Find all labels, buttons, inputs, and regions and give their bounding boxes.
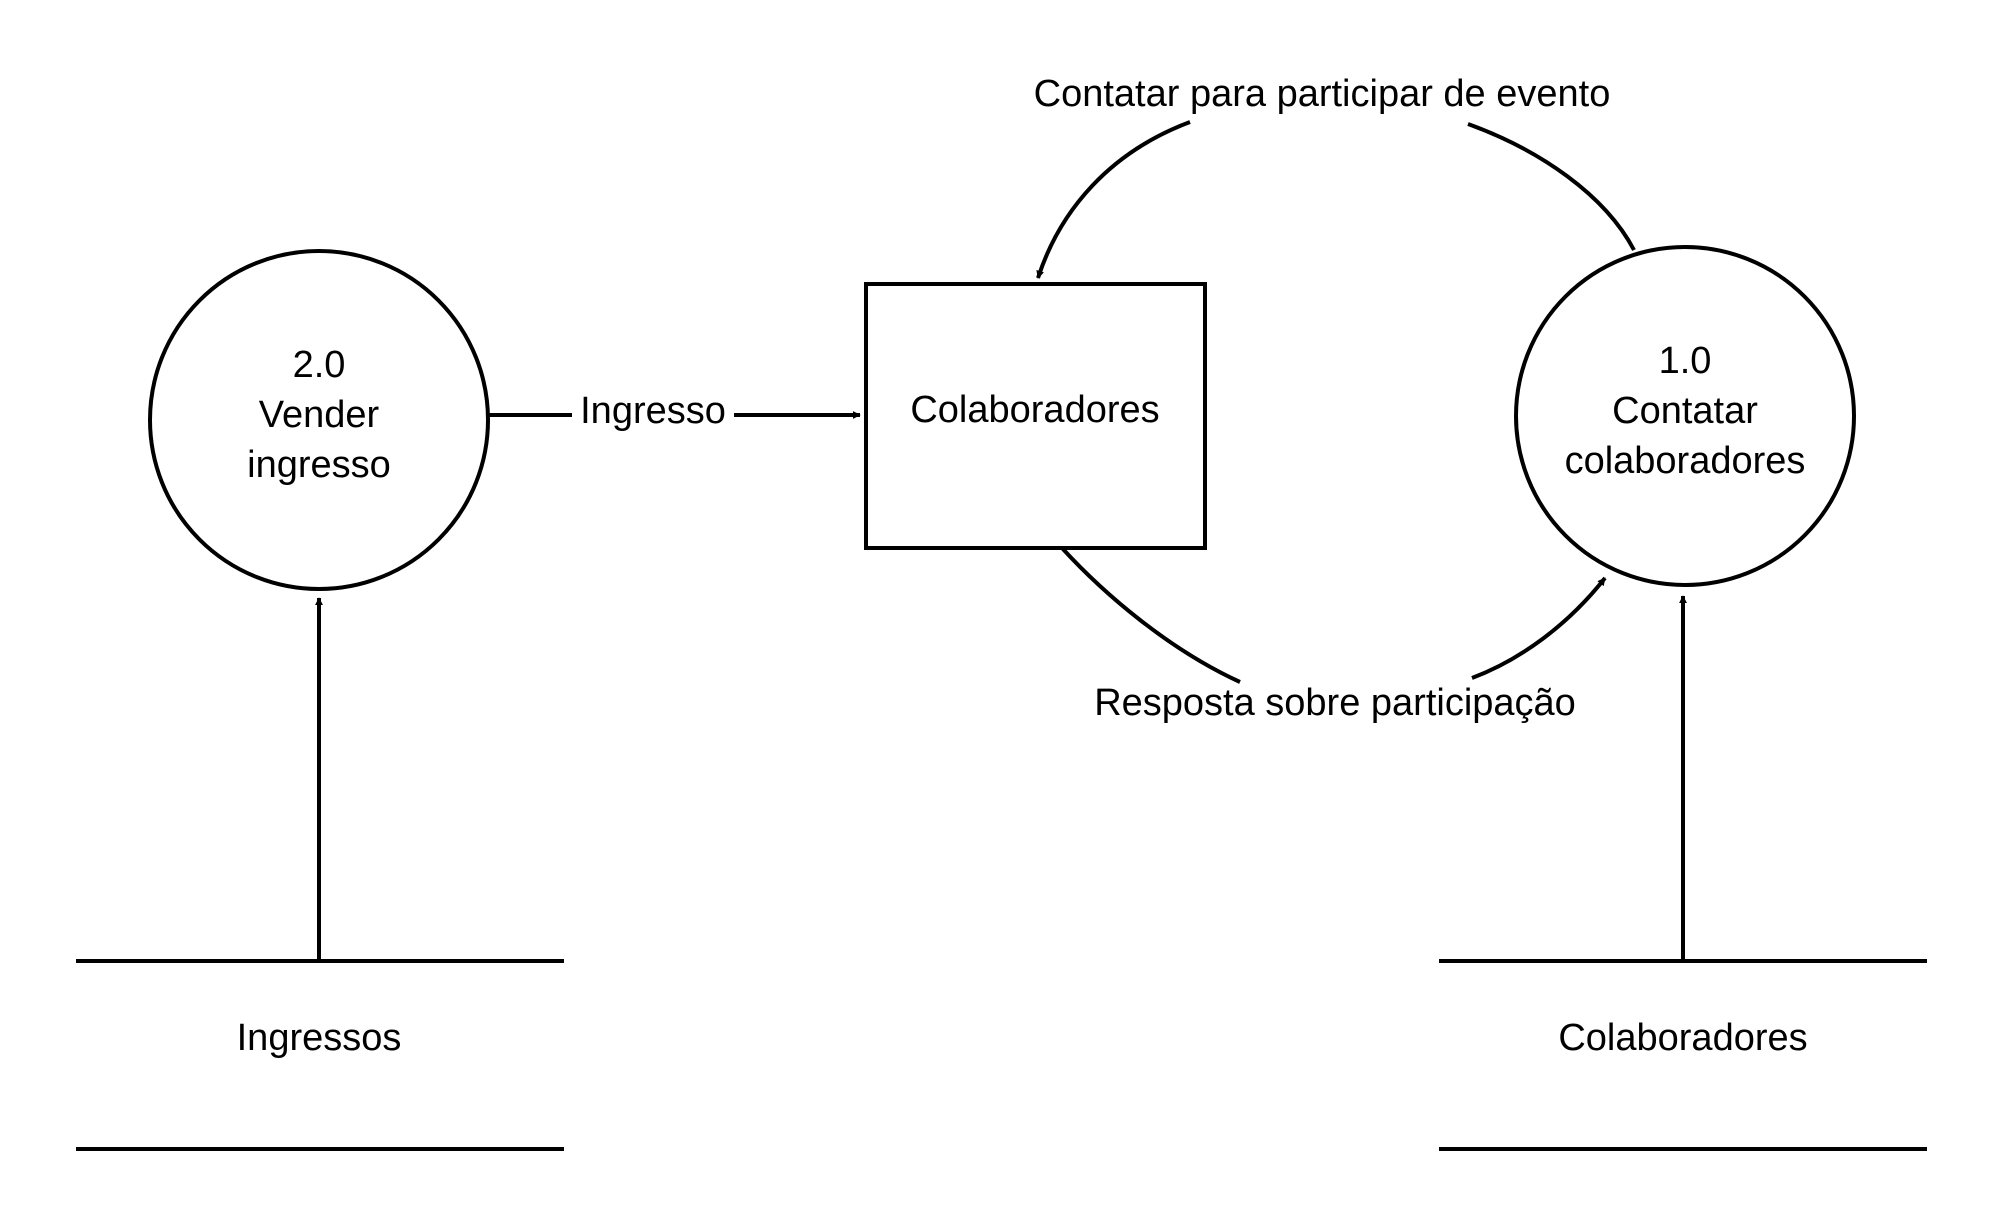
- flow-curve-right: [1467, 122, 1636, 251]
- process-name-line1: Vender: [259, 394, 380, 436]
- process-name-line2: colaboradores: [1565, 440, 1806, 482]
- flow-invite[interactable]: Contatar para participar de evento: [1034, 73, 1636, 279]
- flow-ticket[interactable]: Ingresso: [489, 390, 860, 432]
- process-name-line1: Contatar: [1612, 390, 1758, 432]
- data-store-ingressos[interactable]: Ingressos: [76, 959, 564, 1151]
- process-vender-ingresso[interactable]: 2.0 Vender ingresso: [148, 249, 490, 591]
- entity-label: Colaboradores: [910, 389, 1159, 431]
- flow-curve-left: [1060, 546, 1241, 684]
- flow-label: Resposta sobre participação: [1094, 682, 1576, 724]
- process-number: 1.0: [1659, 340, 1712, 382]
- flow-label: Ingresso: [580, 390, 726, 432]
- external-entity-colaboradores[interactable]: Colaboradores: [864, 282, 1207, 550]
- store-label: Ingressos: [237, 1017, 402, 1059]
- process-name-line2: ingresso: [247, 444, 391, 486]
- flow-arrow-contact-to-entity: [1036, 120, 1191, 279]
- flow-response[interactable]: Resposta sobre participação: [1060, 546, 1607, 724]
- flow-arrow-entity-to-contact: [1471, 576, 1607, 680]
- entity-box: [864, 282, 1207, 550]
- data-store-colaboradores[interactable]: Colaboradores: [1439, 959, 1927, 1151]
- process-circle: [148, 249, 490, 591]
- process-contatar-colaboradores[interactable]: 1.0 Contatar colaboradores: [1514, 245, 1856, 587]
- process-number: 2.0: [293, 344, 346, 386]
- process-circle: [1514, 245, 1856, 587]
- flow-label: Contatar para participar de evento: [1034, 73, 1611, 115]
- store-label: Colaboradores: [1558, 1017, 1807, 1059]
